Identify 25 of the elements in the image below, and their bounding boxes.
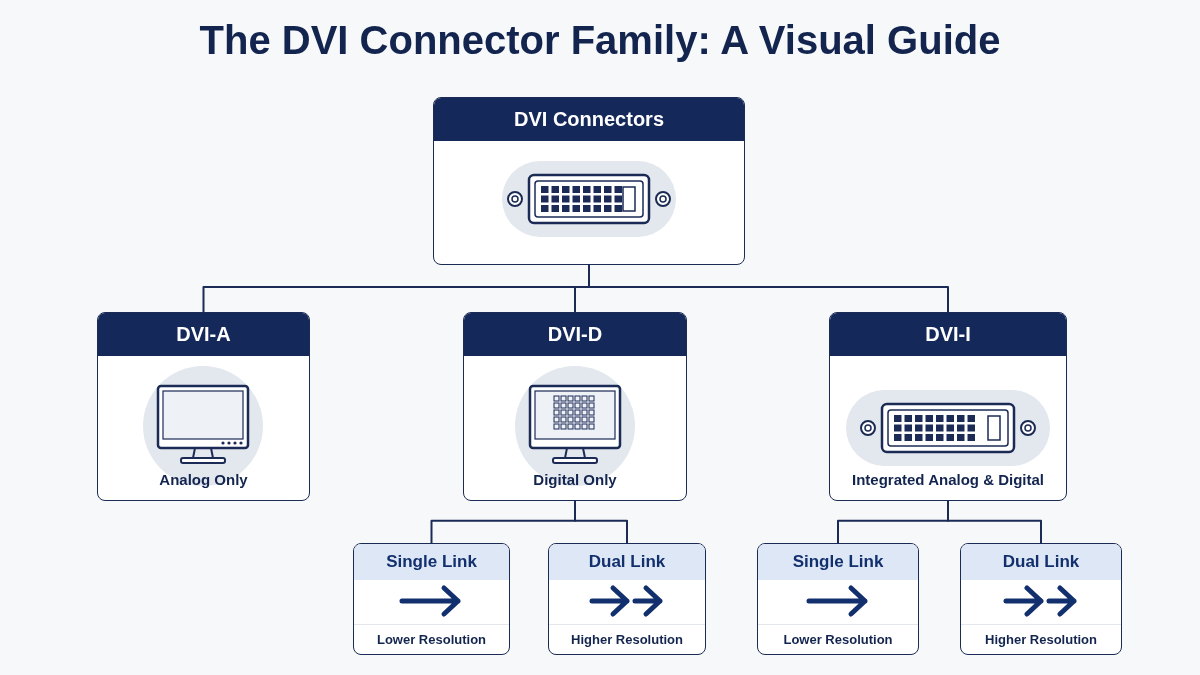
title: The DVI Connector Family: A Visual Guide: [198, 18, 1002, 63]
connector-card: [463, 312, 687, 501]
connector-card: [97, 312, 310, 501]
card-caption: Digital Only: [532, 471, 618, 488]
card-caption: Analog Only: [158, 471, 249, 488]
card-caption: Higher Resolution: [984, 632, 1098, 647]
card-title: DVI Connectors: [434, 98, 744, 141]
card-title: Dual Link: [549, 544, 705, 580]
connector-card: [757, 543, 919, 655]
card-title: Single Link: [354, 544, 509, 580]
connector-card: [960, 543, 1122, 655]
connector-card: [548, 543, 706, 655]
connector-line: [947, 500, 1042, 544]
card-title: DVI-I: [830, 313, 1066, 356]
connector-card: [829, 312, 1067, 501]
card-title: Dual Link: [961, 544, 1121, 580]
card-caption: Lower Resolution: [782, 632, 894, 647]
card-caption: Lower Resolution: [375, 632, 488, 647]
connector-card: [433, 97, 745, 265]
connector-card: [353, 543, 510, 655]
card-caption: Higher Resolution: [570, 632, 684, 647]
card-title: Single Link: [758, 544, 918, 580]
card-title: DVI-A: [98, 313, 309, 356]
card-caption: Integrated Analog & Digital: [851, 471, 1045, 488]
card-title: DVI-D: [464, 313, 686, 356]
